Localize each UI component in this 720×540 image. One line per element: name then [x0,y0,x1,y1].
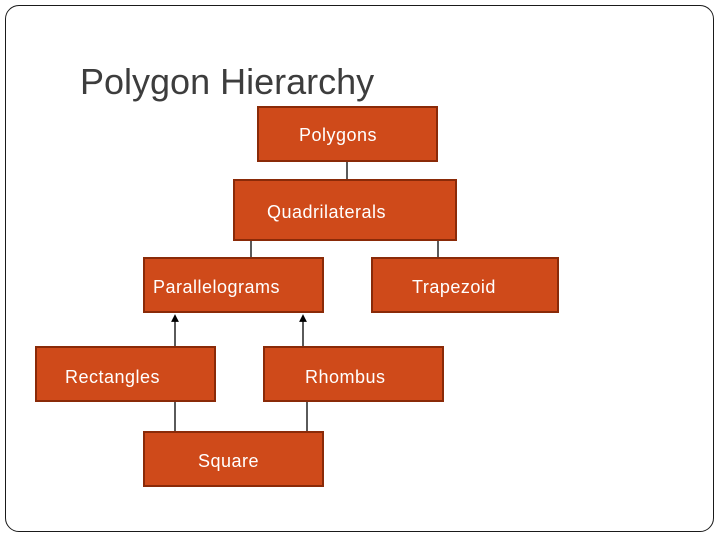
node-rhombus-label: Rhombus [305,367,386,387]
node-parallelograms: Parallelograms [143,257,324,313]
slide-title: Polygon Hierarchy [80,61,375,102]
slide-frame [5,5,714,532]
node-rhombus: Rhombus [263,346,444,402]
node-polygons-label: Polygons [299,125,378,145]
node-polygons: Polygons [257,106,438,162]
node-rectangles: Rectangles [35,346,216,402]
node-trapezoid: Trapezoid [371,257,559,313]
node-quadrilaterals-label: Quadrilaterals [267,202,387,222]
node-trapezoid-label: Trapezoid [412,277,496,297]
node-parallelograms-label: Parallelograms [153,277,281,297]
node-quadrilaterals: Quadrilaterals [233,179,457,241]
node-rectangles-label: Rectangles [65,367,161,387]
node-square-label: Square [198,451,260,471]
node-square: Square [143,431,324,487]
